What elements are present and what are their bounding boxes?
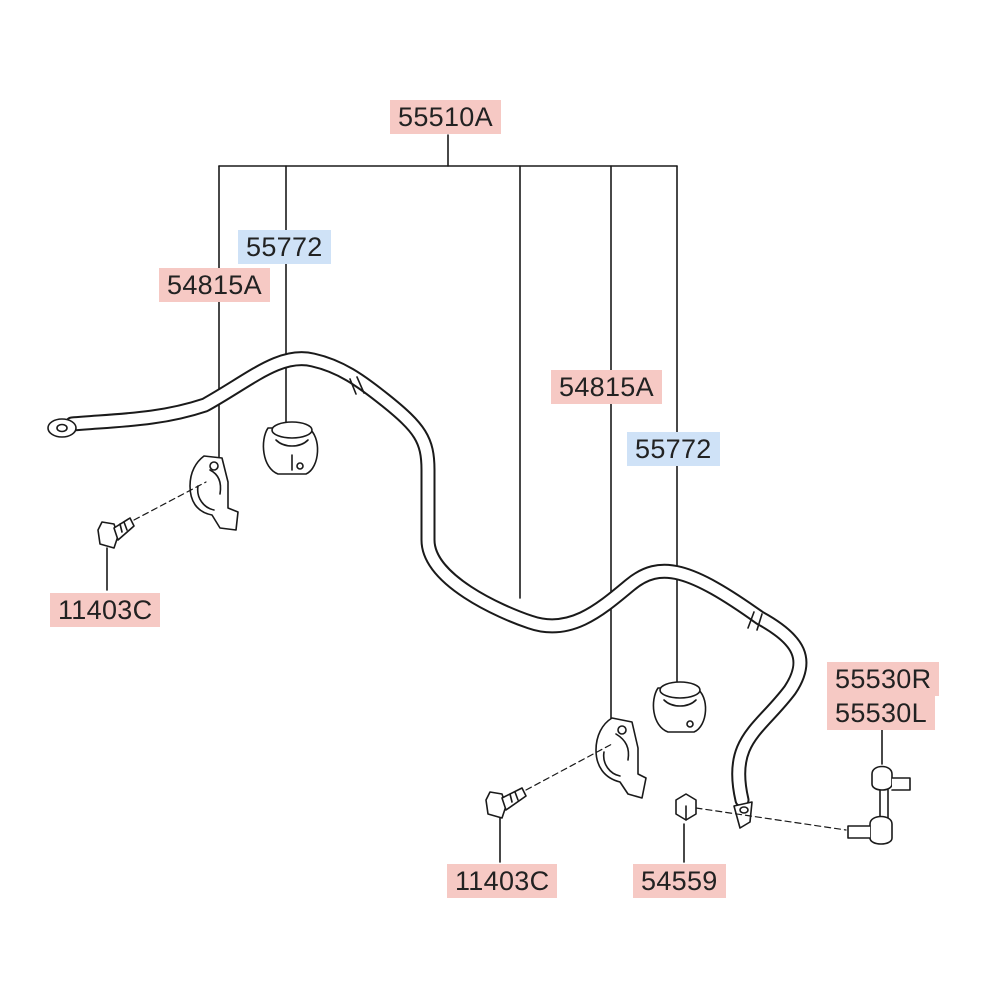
right-bolt xyxy=(485,787,527,819)
callout-link-left[interactable]: 55530L xyxy=(827,696,935,730)
right-bracket xyxy=(595,717,647,799)
callout-nut[interactable]: 54559 xyxy=(633,864,726,898)
stabilizer-bar xyxy=(47,351,808,829)
callout-bracket-left[interactable]: 54815A xyxy=(159,268,270,302)
left-bracket xyxy=(189,455,239,531)
callout-bushing-left[interactable]: 55772 xyxy=(238,230,331,264)
left-bushing xyxy=(262,421,319,475)
callout-bolt-right[interactable]: 11403C xyxy=(447,864,558,898)
callout-link-right[interactable]: 55530R xyxy=(827,662,940,696)
left-bolt xyxy=(97,517,135,549)
callout-bushing-right[interactable]: 55772 xyxy=(627,432,720,466)
callout-bracket-right[interactable]: 54815A xyxy=(551,370,662,404)
assembly-leader-lines xyxy=(106,134,883,863)
stabilizer-link xyxy=(847,765,911,845)
assembly-axis-lines xyxy=(133,481,847,831)
callout-stabilizer-bar[interactable]: 55510A xyxy=(390,100,501,134)
callout-bolt-left[interactable]: 11403C xyxy=(50,593,161,627)
nut xyxy=(675,793,697,821)
right-bushing xyxy=(652,681,707,733)
